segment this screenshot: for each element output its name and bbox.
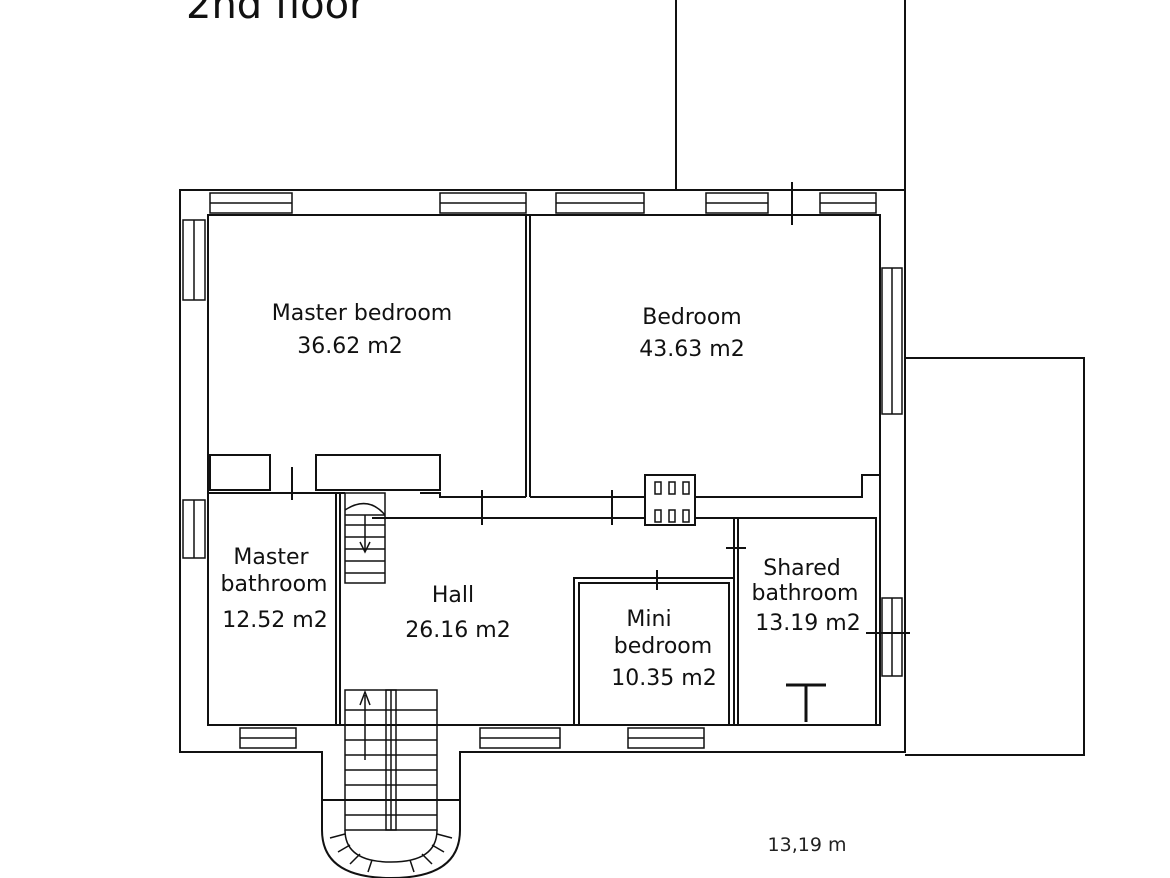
room-name-mini-bedroom-2: bedroom [614, 634, 712, 659]
room-area-bedroom: 43.63 m2 [639, 337, 744, 362]
room-name-shared-bathroom-1: Shared [763, 556, 840, 581]
room-name-master-bathroom-2: bathroom [221, 572, 328, 597]
room-name-shared-bathroom-2: bathroom [752, 581, 859, 606]
room-name-hall: Hall [432, 583, 474, 608]
room-area-hall: 26.16 m2 [405, 618, 510, 643]
lower-stair [344, 689, 438, 831]
room-name-master-bathroom-1: Master [233, 545, 309, 570]
room-area-master-bathroom: 12.52 m2 [222, 608, 327, 633]
master-bathroom-walls [207, 492, 337, 726]
room-area-shared-bathroom: 13.19 m2 [755, 611, 860, 636]
floor-title: 2nd floor [186, 0, 366, 28]
shared-bathroom-walls [733, 517, 877, 726]
room-name-bedroom: Bedroom [642, 305, 742, 330]
top-windows [209, 192, 877, 214]
left-windows [182, 219, 206, 559]
bottom-windows [239, 727, 705, 749]
stair-tower-curve [321, 800, 461, 878]
door-markers [291, 182, 910, 634]
right-windows [881, 267, 903, 677]
room-area-master-bedroom: 36.62 m2 [297, 334, 402, 359]
dimension-label: 13,19 m [768, 834, 847, 856]
room-area-mini-bedroom: 10.35 m2 [611, 666, 716, 691]
closet-left [209, 454, 271, 491]
inner-wall [207, 214, 881, 726]
adjacent-building-outline-right [904, 0, 1085, 756]
closet-right [315, 454, 441, 491]
room-name-mini-bedroom-1: Mini [626, 607, 671, 632]
upper-stair [344, 492, 386, 584]
outer-wall [179, 189, 906, 801]
vent-block [644, 474, 696, 526]
room-name-master-bedroom: Master bedroom [272, 301, 453, 326]
